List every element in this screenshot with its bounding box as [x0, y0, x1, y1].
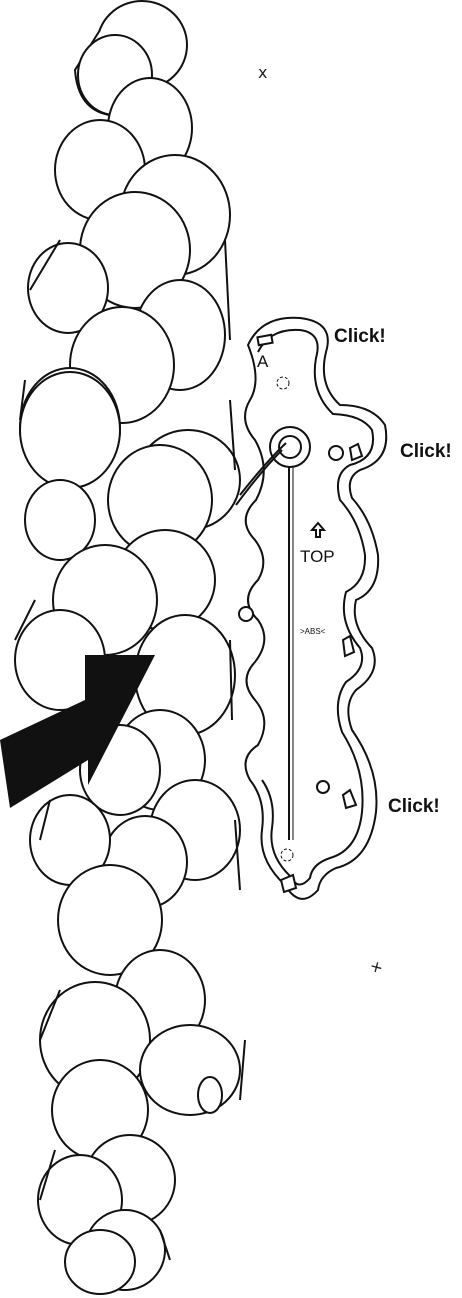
top-arrow-icon	[309, 521, 327, 538]
hose-line	[235, 449, 283, 506]
arrow-shape	[0, 655, 155, 808]
cylinder-14	[57, 864, 163, 976]
insert-arrow	[0, 655, 155, 808]
cylinder-15-face	[139, 1024, 241, 1116]
clip-tab-top	[256, 333, 274, 347]
clip-tab-abs	[341, 634, 356, 658]
hose-line-2	[239, 442, 287, 496]
plate-letter: A	[257, 352, 269, 371]
click-label-bottom: Click!	[388, 796, 440, 817]
plate-abs-text: >ABS<	[300, 627, 326, 636]
recycle-mark-bottom	[280, 848, 294, 862]
fixing-hole-3	[316, 780, 330, 794]
stack-outline	[14, 239, 246, 1261]
clip-tab-bottom	[279, 873, 298, 894]
cylinder-8	[24, 479, 96, 561]
clip-tab-mid	[348, 442, 364, 462]
cylinder-4	[27, 242, 109, 334]
plate-inner-edge	[257, 328, 374, 886]
click-label-top: Click!	[334, 326, 386, 347]
cylinder-18-face	[64, 1229, 136, 1295]
click-label-middle: Click!	[400, 441, 452, 462]
plate-outer-edge	[244, 316, 388, 900]
cylinder-16-face	[197, 1076, 223, 1114]
cross-mark-1: x	[258, 63, 267, 82]
recycle-mark-top	[276, 376, 290, 390]
cylinder-stack	[14, 0, 246, 1295]
clip-tab-low	[341, 788, 358, 810]
cylinder-6-face	[19, 371, 121, 489]
mounting-plate	[238, 316, 388, 900]
fixing-hole-1	[328, 445, 344, 461]
plate-top-text: TOP	[300, 547, 335, 566]
hose-hole-inner	[278, 435, 302, 459]
fixing-hole-2	[238, 606, 254, 622]
cross-mark-2: +	[368, 956, 386, 978]
